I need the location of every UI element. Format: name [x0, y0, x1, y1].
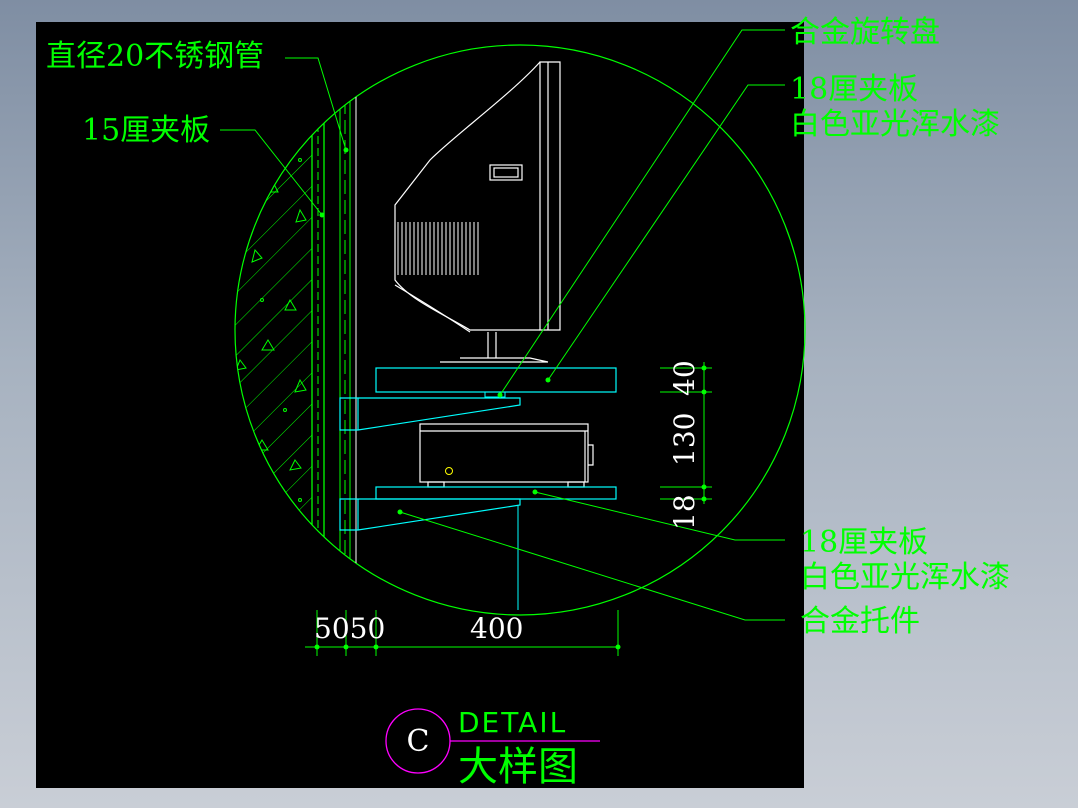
dim-400: 400 — [470, 612, 523, 645]
title-chinese: 大样图 — [458, 744, 578, 790]
label-paint-top: 白色亚光浑水漆 — [790, 107, 1000, 142]
label-plywood-18-top: 18厘夹板 — [790, 72, 918, 107]
label-alloy-bracket: 合金托件 — [800, 604, 920, 639]
dim-18: 18 — [668, 494, 701, 530]
label-paint-bottom: 白色亚光浑水漆 — [800, 560, 1010, 595]
title-english: DETAIL — [458, 706, 567, 739]
detail-marker-letter: C — [407, 724, 430, 759]
dim-40: 40 — [668, 360, 701, 396]
alloy-turntable-part — [484, 391, 506, 398]
label-plywood-18-bottom: 18厘夹板 — [800, 525, 928, 560]
dim-5050: 5050 — [314, 612, 385, 645]
leader-lines — [220, 29, 785, 621]
label-alloy-turntable: 合金旋转盘 — [790, 15, 940, 50]
tv-monitor — [394, 61, 561, 363]
leader-dots — [319, 147, 551, 515]
drawing-panel — [36, 22, 804, 788]
horizontal-dimension-ticks — [314, 644, 621, 650]
vertical-dimension-ticks — [701, 365, 707, 502]
dim-130: 130 — [668, 413, 701, 466]
top-bracket — [339, 397, 521, 431]
dvd-power-button — [445, 467, 453, 475]
label-steel-pipe: 直径20不锈钢管 — [46, 39, 264, 74]
tv-vent-grille — [397, 222, 479, 275]
bottom-bracket — [339, 498, 521, 531]
label-plywood-15: 15厘夹板 — [82, 113, 210, 148]
dvd-player — [419, 423, 594, 488]
